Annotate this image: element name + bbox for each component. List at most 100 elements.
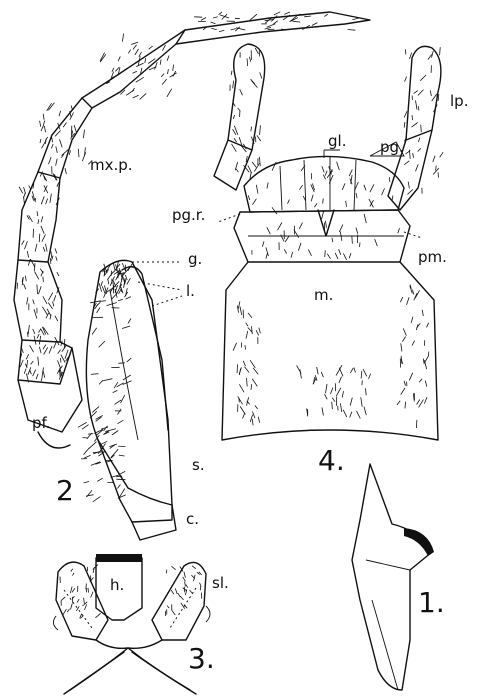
bristle xyxy=(123,375,131,380)
bristle xyxy=(233,81,234,89)
bristle xyxy=(240,406,245,414)
bristle xyxy=(41,226,44,234)
bristle xyxy=(57,183,59,187)
cardo xyxy=(132,505,176,540)
bristle xyxy=(24,196,25,205)
bristle xyxy=(421,125,422,133)
bristle xyxy=(121,395,125,403)
bristle xyxy=(300,369,302,378)
bristle xyxy=(325,221,326,228)
bristle xyxy=(39,234,40,243)
bristle xyxy=(231,71,232,75)
bristle xyxy=(418,90,424,96)
bristle xyxy=(354,368,356,373)
bristle xyxy=(366,388,367,395)
bristle xyxy=(171,610,175,615)
bristle xyxy=(414,91,418,94)
bristle xyxy=(247,58,248,66)
bristle xyxy=(101,281,103,286)
bristle xyxy=(128,50,130,54)
bristle xyxy=(63,123,66,128)
bristle xyxy=(325,394,328,399)
bristle xyxy=(339,377,342,383)
bristle xyxy=(259,51,260,57)
bristle xyxy=(167,606,169,609)
stipes xyxy=(98,440,172,522)
bristle xyxy=(398,228,400,233)
bristle xyxy=(267,227,270,234)
bristle xyxy=(167,56,169,61)
bristle xyxy=(314,204,317,208)
bristle xyxy=(65,350,68,359)
bristle xyxy=(370,184,374,192)
bristle xyxy=(112,68,114,72)
bristle xyxy=(55,316,58,321)
bristle xyxy=(101,441,107,444)
bristle xyxy=(57,272,59,276)
bristle xyxy=(339,225,343,232)
bristle xyxy=(233,115,234,119)
bristle xyxy=(46,244,48,252)
bristle xyxy=(118,363,124,364)
bristle xyxy=(50,194,52,203)
bristle xyxy=(155,62,158,69)
bristle xyxy=(240,89,243,95)
bristle xyxy=(63,609,66,615)
bristle xyxy=(56,256,57,260)
superlingua-left xyxy=(56,562,108,640)
bristle xyxy=(184,572,185,578)
bristle xyxy=(37,211,38,216)
bristle xyxy=(412,290,414,295)
bristle xyxy=(252,162,256,167)
bristle xyxy=(430,90,431,96)
bristle xyxy=(288,200,290,204)
bristle xyxy=(33,329,35,334)
bristle xyxy=(102,379,112,381)
bristle xyxy=(39,329,41,333)
bristle xyxy=(44,185,48,193)
bristle xyxy=(28,332,29,337)
bristle xyxy=(262,241,264,246)
bristle xyxy=(104,288,109,298)
bristle xyxy=(405,77,407,82)
bristle xyxy=(20,360,23,367)
bristle xyxy=(349,253,351,258)
bristle xyxy=(118,420,124,424)
bristle xyxy=(116,479,125,480)
bristle xyxy=(412,123,418,128)
bristle xyxy=(243,361,245,366)
bristle xyxy=(407,297,410,305)
bristle xyxy=(414,293,417,300)
bristle xyxy=(127,358,132,362)
bristle xyxy=(84,455,91,458)
bristle xyxy=(43,296,47,304)
bristle xyxy=(54,295,56,301)
bristle xyxy=(127,278,131,284)
bristle xyxy=(314,377,315,384)
figure-3-hypopharynx: h. sl. 3. xyxy=(53,554,228,694)
bristle xyxy=(37,285,38,295)
bristle xyxy=(211,28,216,30)
bristle xyxy=(361,371,362,379)
bristle xyxy=(213,17,218,18)
bristle xyxy=(298,243,301,251)
bristle xyxy=(171,590,174,594)
bristle xyxy=(293,21,301,22)
bristle xyxy=(416,164,419,171)
bristle xyxy=(69,150,70,155)
bristle xyxy=(247,378,248,387)
bristle xyxy=(259,157,260,166)
figure-2-maxilla: mx.p. g. l. pf. s. c. 2 xyxy=(14,12,370,540)
bristle xyxy=(252,326,253,334)
bristle xyxy=(178,593,181,597)
bristle xyxy=(42,141,46,148)
bristle xyxy=(382,188,385,195)
bristle xyxy=(39,347,41,353)
bristle xyxy=(252,379,257,387)
bristle xyxy=(440,47,441,55)
bristle xyxy=(118,409,122,415)
bristle xyxy=(272,162,276,171)
bristle xyxy=(40,121,41,127)
bristle xyxy=(67,609,69,612)
